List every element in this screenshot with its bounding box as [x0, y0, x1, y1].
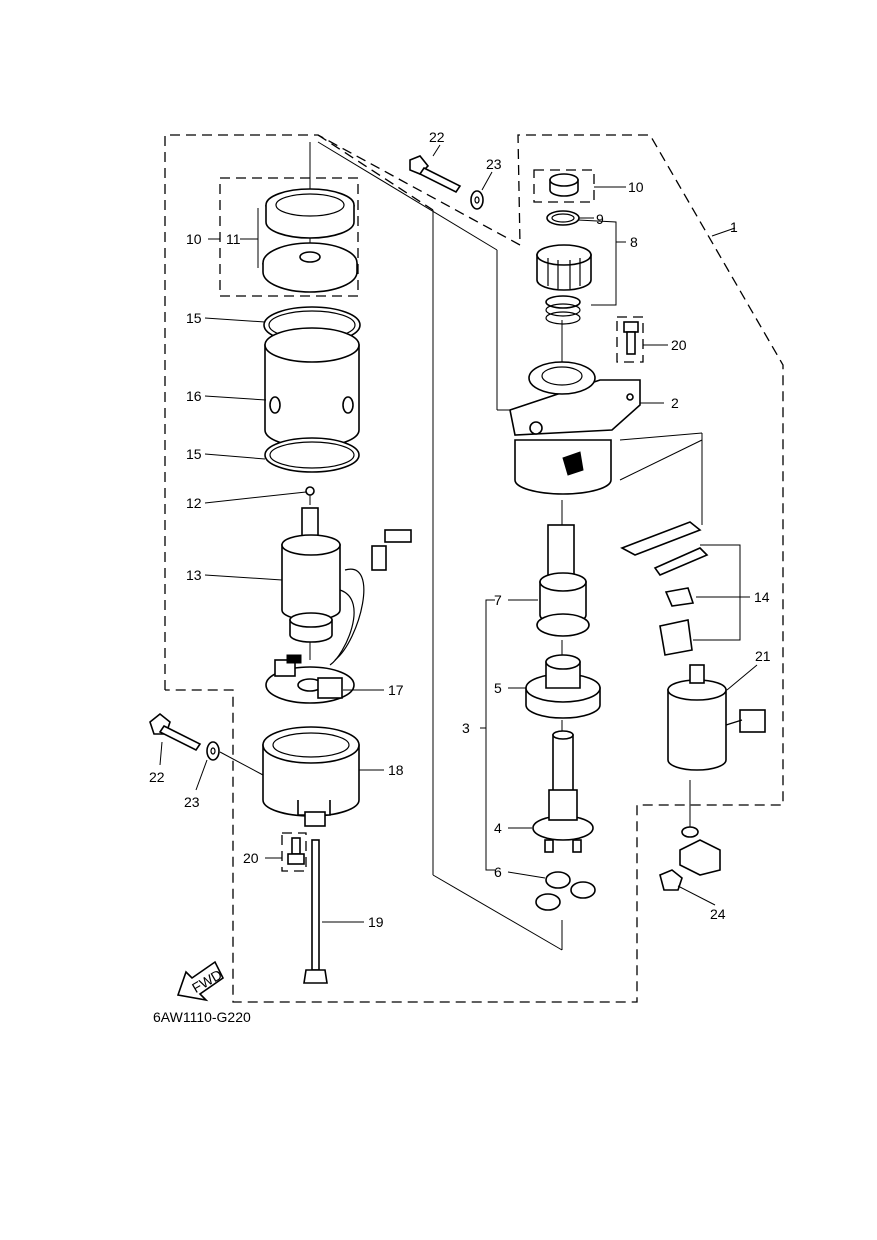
callout-23-top: 23 [486, 156, 502, 172]
callout-3: 3 [462, 720, 470, 736]
drive-shaft-part [536, 524, 590, 637]
callout-20-right: 20 [671, 337, 687, 353]
callout-11: 11 [226, 231, 241, 247]
callout-9: 9 [596, 211, 604, 227]
brush-holder-part [265, 654, 355, 704]
callout-19: 19 [368, 914, 384, 930]
callout-7: 7 [494, 592, 502, 608]
callout-labels: 1 2 3 4 5 6 7 8 9 10 10 11 12 13 14 15 1… [149, 129, 771, 930]
callout-10-right: 10 [628, 179, 644, 195]
callout-5: 5 [494, 680, 502, 696]
o-ring-lower-part [264, 437, 360, 473]
callout-17: 17 [388, 682, 404, 698]
callout-22-top: 22 [429, 129, 445, 145]
screw-left-part [287, 837, 305, 865]
terminal-part [679, 826, 721, 876]
yoke-housing-part [264, 327, 360, 448]
front-bracket-part [509, 361, 641, 495]
callout-20-left: 20 [243, 850, 259, 866]
planet-gears-part [535, 871, 596, 911]
callout-2: 2 [671, 395, 679, 411]
callout-13: 13 [186, 567, 202, 583]
callout-8: 8 [630, 234, 638, 250]
screw-right-part [623, 321, 639, 355]
callout-15-upper: 15 [186, 310, 202, 326]
callout-18: 18 [388, 762, 404, 778]
callout-21: 21 [755, 648, 771, 664]
callout-12: 12 [186, 495, 202, 511]
brush-set-part [620, 521, 709, 656]
seal-plate-part [262, 242, 358, 293]
armature-part [281, 507, 412, 666]
solenoid-part [667, 664, 766, 771]
callout-24: 24 [710, 906, 726, 922]
callout-4: 4 [494, 820, 502, 836]
nut-part [659, 869, 683, 891]
clip-ring-part [546, 210, 580, 226]
callout-1: 1 [730, 219, 738, 235]
callout-22-left: 22 [149, 769, 165, 785]
callout-10-left: 10 [186, 231, 202, 247]
callout-23-left: 23 [184, 794, 200, 810]
seal-ring-part [265, 188, 355, 239]
internal-gear-part [525, 654, 601, 719]
ball-part [305, 486, 315, 496]
callout-14: 14 [754, 589, 770, 605]
planet-shaft-part [532, 730, 594, 853]
spring-part [545, 295, 581, 325]
pinion-gear-part [536, 244, 592, 291]
washer-top-part [470, 190, 484, 210]
callout-15-lower: 15 [186, 446, 202, 462]
assembly-outline [164, 134, 784, 1003]
washer-left-part [206, 741, 220, 761]
end-cover-part [262, 726, 360, 827]
bolt-top-part [409, 155, 462, 194]
cap-part [549, 173, 579, 197]
through-bolt-part [303, 839, 328, 984]
fwd-arrow: FWD [176, 960, 225, 1002]
callout-16: 16 [186, 388, 202, 404]
diagram-code: 6AW1110-G220 [153, 1009, 251, 1025]
callout-6: 6 [494, 864, 502, 880]
bolt-left-part [149, 712, 202, 752]
leader-lines [159, 144, 758, 923]
